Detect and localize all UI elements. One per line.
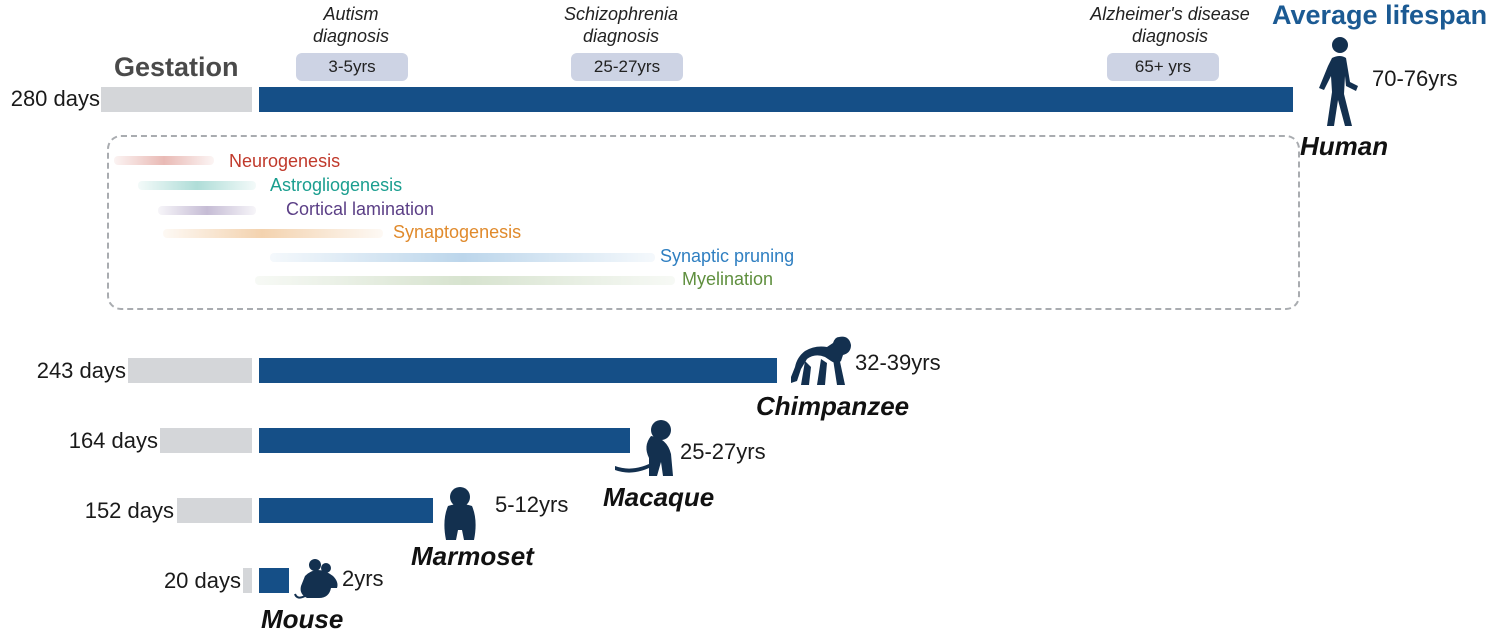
neurogenesis-bar [114,156,214,165]
astrogliogenesis-bar [138,181,256,190]
human-lifespan-label: 70-76yrs [1372,66,1458,91]
diagnosis-alzheimers-age: 65+ yrs [1107,53,1219,81]
macaque-icon [615,420,673,476]
macaque-lifespan-bar [259,428,630,453]
human-gestation-bar [101,87,252,112]
macaque-gestation-label: 164 days [68,428,158,453]
human-gestation-label: 280 days [10,86,100,111]
diagnosis-schizophrenia-age: 25-27yrs [571,53,683,81]
cortical-lamination-bar [158,206,256,215]
chimpanzee-icon [791,336,851,385]
cortical-lamination-label: Cortical lamination [286,199,435,219]
marmoset-species-name: Marmoset [411,541,534,571]
chimpanzee-lifespan-bar [259,358,777,383]
chimpanzee-lifespan-label: 32-39yrs [855,350,941,375]
marmoset-lifespan-bar [259,498,433,523]
astrogliogenesis-label: Astrogliogenesis [270,175,403,195]
macaque-gestation-bar [160,428,252,453]
neurogenesis-label: Neurogenesis [229,151,341,171]
synaptic-pruning-label: Synaptic pruning [660,246,795,266]
myelination-bar [255,276,675,285]
synaptic-pruning-bar [270,253,655,262]
marmoset-gestation-bar [177,498,252,523]
marmoset-icon [444,487,476,540]
mouse-species-name: Mouse [261,604,344,634]
mouse-icon [294,559,338,599]
developmental-processes-box [107,135,1300,310]
chimpanzee-gestation-bar [128,358,252,383]
chimpanzee-species-name: Chimpanzee [756,391,910,421]
walking-person-icon [1319,37,1358,126]
mouse-gestation-label: 20 days [163,568,241,593]
synaptogenesis-bar [163,229,383,238]
myelination-label: Myelination [682,269,774,289]
macaque-species-name: Macaque [603,482,715,512]
macaque-lifespan-label: 25-27yrs [680,439,766,464]
marmoset-lifespan-label: 5-12yrs [495,492,569,517]
marmoset-gestation-label: 152 days [84,498,174,523]
mouse-lifespan-label: 2yrs [342,566,384,591]
mouse-gestation-bar [243,568,252,593]
human-species-name: Human [1300,131,1389,161]
mouse-lifespan-bar [259,568,289,593]
lifespan-heading: Average lifespan [1272,0,1488,30]
synaptogenesis-label: Synaptogenesis [393,222,522,242]
gestation-heading: Gestation [114,52,239,82]
chimpanzee-gestation-label: 243 days [36,358,126,383]
diagnosis-autism-age: 3-5yrs [296,53,408,81]
human-lifespan-bar [259,87,1293,112]
